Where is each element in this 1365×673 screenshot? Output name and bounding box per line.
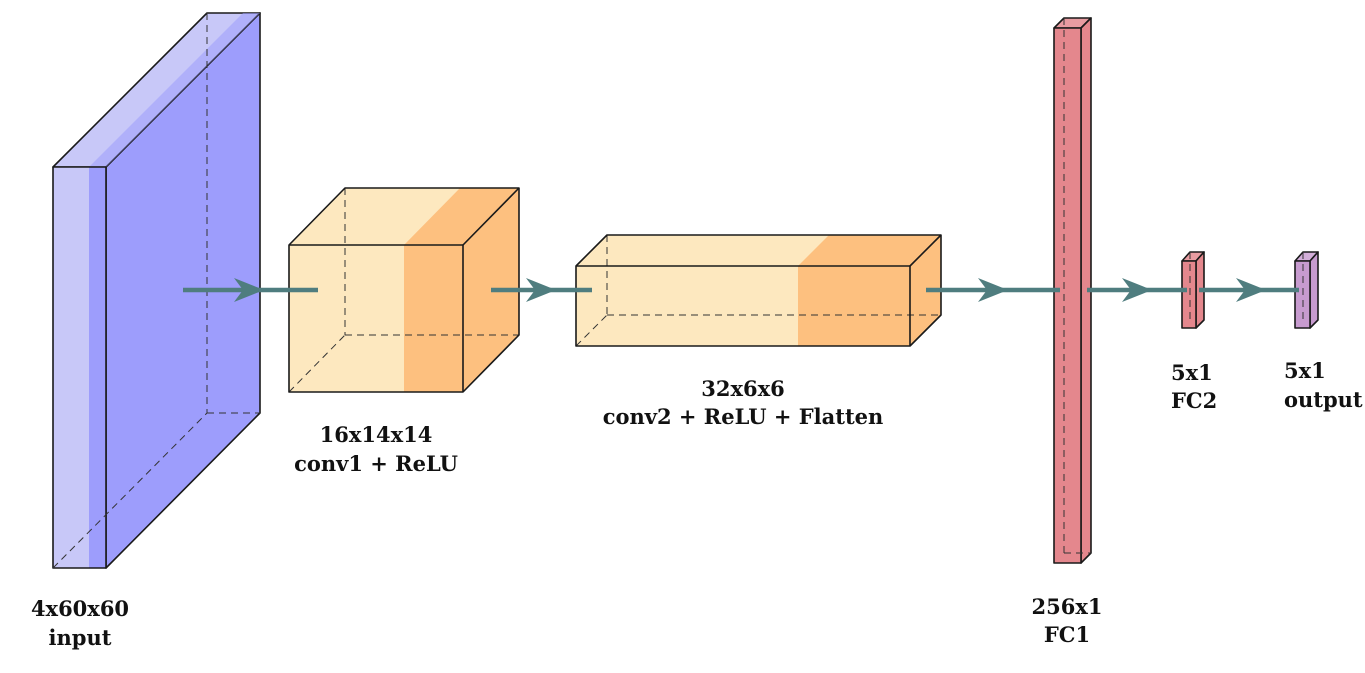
conv2-name-label: conv2 + ReLU + Flatten: [603, 404, 884, 429]
conv1-front-face-dark: [404, 245, 463, 392]
conv1-hidden-edge-d: [288, 334, 346, 393]
output-name-label: output: [1284, 387, 1363, 412]
conv2-top-right-edge: [909, 234, 942, 267]
arrow-conv2-to-fc1: [926, 278, 1060, 302]
conv1-name-label: conv1 + ReLU: [294, 451, 458, 476]
input-front-face-light: [53, 167, 89, 568]
fc1-front-face: [1053, 27, 1082, 564]
arrowhead-icon: [1122, 278, 1152, 302]
fc1-dims-label: 256x1: [1032, 594, 1103, 619]
input-front-outline: [52, 166, 107, 569]
conv2-front-face-dark: [798, 266, 910, 346]
conv2-top-shade: [798, 235, 941, 266]
arrow-fc2-to-output: [1199, 278, 1299, 302]
output-dims-label: 5x1: [1284, 358, 1326, 383]
arrow-fc1-to-fc2: [1087, 278, 1187, 302]
conv1-front-face-light: [289, 245, 404, 392]
layer-output: [1294, 251, 1319, 329]
conv2-dims-label: 32x6x6: [701, 376, 785, 401]
input-dims-label: 4x60x60: [31, 596, 129, 621]
arrow-conv1-to-conv2: [491, 278, 592, 302]
input-hidden-edge-d: [52, 412, 208, 569]
input-front-face-dark: [89, 167, 106, 568]
fc2-name-label: FC2: [1171, 388, 1217, 413]
conv1-top-right-edge: [462, 187, 520, 246]
input-name-label: input: [49, 625, 112, 650]
arrowhead-icon: [978, 278, 1008, 302]
arrowhead-icon: [234, 278, 264, 302]
conv2-side-face: [910, 235, 941, 346]
layer-fc1: [1053, 17, 1092, 564]
arrowhead-icon: [526, 278, 556, 302]
input-top-shade: [89, 13, 260, 167]
arrowhead-icon: [1236, 278, 1266, 302]
arrow-input-to-conv1: [183, 278, 318, 302]
output-side-face: [1309, 251, 1319, 329]
layer-conv1: [288, 187, 520, 393]
conv2-outline: [575, 234, 942, 347]
layer-conv2: [575, 234, 942, 347]
fc1-name-label: FC1: [1044, 622, 1090, 647]
connections: [183, 278, 1299, 302]
labels: 4x60x60 input 16x14x14 conv1 + ReLU 32x6…: [31, 358, 1363, 650]
conv2-hidden-edge-d: [575, 314, 608, 347]
conv1-dims-label: 16x14x14: [320, 422, 433, 447]
fc2-dims-label: 5x1: [1171, 360, 1213, 385]
conv1-top-shade: [404, 188, 519, 245]
fc2-front-face: [1181, 260, 1197, 329]
conv1-outline: [288, 187, 520, 393]
conv2-front-face-light: [576, 266, 798, 346]
